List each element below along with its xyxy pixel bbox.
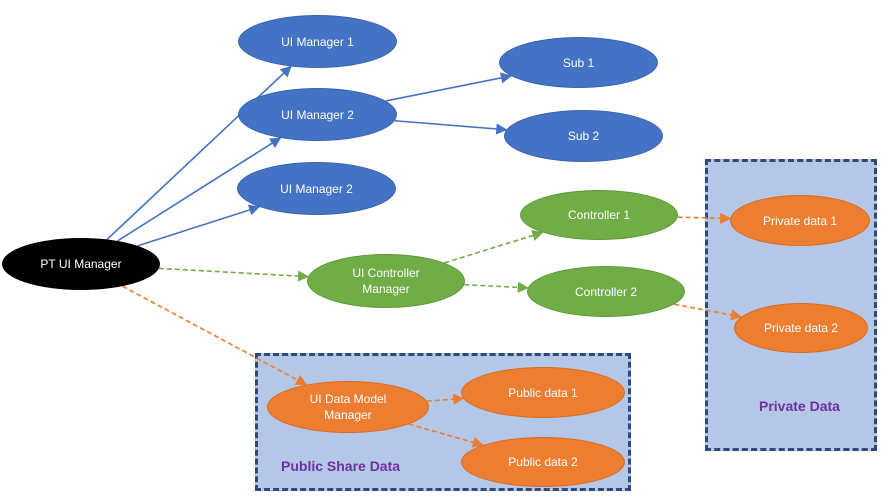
edge-ui-controller-manager-to-controller-2 [464,281,529,293]
ui-manager-2-node[interactable]: UI Manager 2 [238,88,397,141]
public-share-data-label: Public Share Data [281,458,401,474]
ui-manager-1-node[interactable]: UI Manager 1 [238,15,397,68]
edge-ui-manager-2a-to-sub-2 [394,119,508,135]
ui-manager-2-second-node[interactable]: UI Manager 2 [237,162,396,215]
pt-ui-manager-node[interactable]: PT UI Manager [2,238,160,290]
edge-ui-data-model-manager-to-public-data-1 [426,393,465,405]
ui-controller-manager-node[interactable]: UI Controller Manager [307,254,465,308]
private-data-label: Private Data [759,398,840,414]
edge-root-to-ui-manager-1 [106,65,292,241]
edge-ui-controller-manager-to-controller-1 [444,230,544,264]
sub-1-node[interactable]: Sub 1 [499,37,658,88]
public-data-2-node[interactable]: Public data 2 [461,437,625,487]
edge-root-to-ui-manager-2b [137,204,261,247]
edge-ui-data-model-manager-to-public-data-2 [408,423,484,448]
private-data-2-node[interactable]: Private data 2 [734,303,868,353]
ui-data-model-manager-node[interactable]: UI Data Model Manager [267,381,429,433]
controller-1-node[interactable]: Controller 1 [520,190,678,240]
sub-2-node[interactable]: Sub 2 [504,110,663,162]
edge-controller-1-to-private-data-1 [677,212,732,224]
edge-ui-manager-2a-to-sub-1 [385,72,513,102]
edge-controller-2-to-private-data-2 [674,303,743,321]
private-data-1-node[interactable]: Private data 1 [730,195,870,246]
controller-2-node[interactable]: Controller 2 [527,266,685,317]
edge-root-to-ui-controller-manager [158,267,310,282]
edge-root-to-ui-manager-2a [117,137,282,242]
public-data-1-node[interactable]: Public data 1 [461,367,625,418]
edge-root-to-ui-data-model-manager [121,285,308,386]
